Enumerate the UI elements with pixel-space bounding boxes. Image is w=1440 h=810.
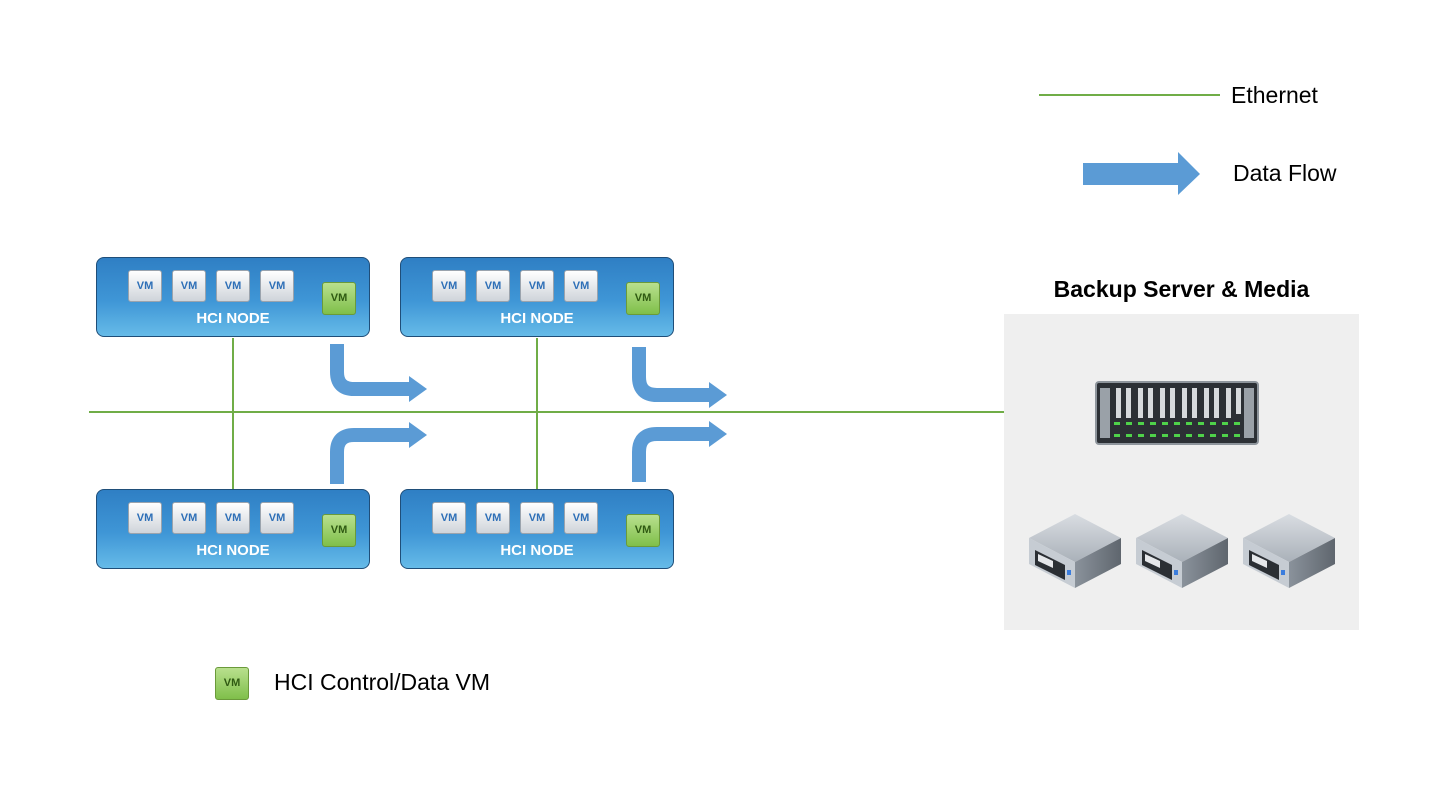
vm-icon: VM xyxy=(564,502,598,534)
vm-icon: VM xyxy=(172,502,206,534)
control-vm-icon: VM xyxy=(626,514,660,547)
node-label: HCI NODE xyxy=(500,542,574,559)
legend-control-vm-swatch: VM xyxy=(215,667,249,700)
hci-node-top-left: VM VM VM VM VM HCI NODE xyxy=(96,257,370,337)
legend-data-flow-arrow xyxy=(1083,152,1200,195)
vm-icon: VM xyxy=(476,502,510,534)
backup-title: Backup Server & Media xyxy=(1053,276,1310,302)
data-flow-arrow-top-right xyxy=(632,347,727,408)
vm-icon: VM xyxy=(564,270,598,302)
vm-icon: VM xyxy=(260,270,294,302)
vm-icon: VM xyxy=(520,270,554,302)
hci-node-bottom-left: VM VM VM VM VM HCI NODE xyxy=(96,489,370,569)
vm-icon: VM xyxy=(476,270,510,302)
vm-icon: VM xyxy=(216,270,250,302)
data-flow-arrow-bottom-left xyxy=(330,422,427,484)
vm-icon: VM xyxy=(172,270,206,302)
node-label: HCI NODE xyxy=(196,542,270,559)
data-flow-arrow-bottom-right xyxy=(632,421,727,482)
data-flow-arrow-top-left xyxy=(330,344,427,402)
control-vm-icon: VM xyxy=(322,282,356,315)
control-vm-icon: VM xyxy=(626,282,660,315)
vm-icon: VM xyxy=(432,502,466,534)
vm-icon: VM xyxy=(128,270,162,302)
vm-icon: VM xyxy=(128,502,162,534)
hci-node-bottom-right: VM VM VM VM VM HCI NODE xyxy=(400,489,674,569)
legend-control-vm-label: HCI Control/Data VM xyxy=(274,669,491,695)
legend-ethernet-label: Ethernet xyxy=(1231,82,1318,108)
vm-icon: VM xyxy=(260,502,294,534)
vm-icon: VM xyxy=(432,270,466,302)
hci-node-top-right: VM VM VM VM VM HCI NODE xyxy=(400,257,674,337)
vm-icon: VM xyxy=(216,502,250,534)
node-label: HCI NODE xyxy=(500,310,574,327)
control-vm-icon: VM xyxy=(322,514,356,547)
node-label: HCI NODE xyxy=(196,310,270,327)
vm-icon: VM xyxy=(520,502,554,534)
backup-area xyxy=(1004,314,1359,630)
legend-data-flow-label: Data Flow xyxy=(1233,160,1337,186)
